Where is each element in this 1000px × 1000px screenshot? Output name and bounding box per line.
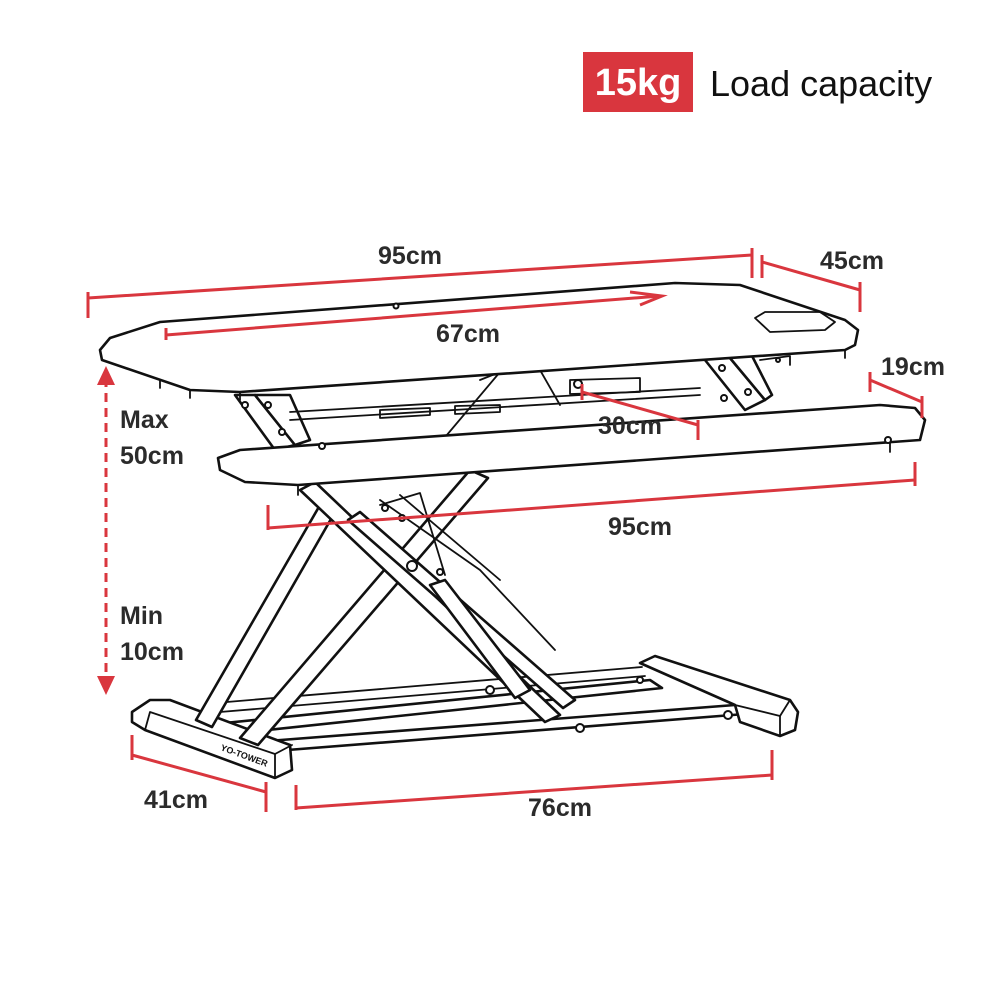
label-keyboard-depth: 19cm (881, 353, 945, 381)
keyboard-tray (216, 403, 927, 496)
capacity-badge (583, 52, 693, 112)
label-max-value: 50cm (120, 442, 184, 470)
label-min-title: Min (120, 602, 163, 630)
label-keyboard-width: 95cm (608, 513, 672, 541)
height-arrow-down (97, 676, 115, 695)
label-base-width: 76cm (528, 794, 592, 822)
load-capacity-header: 15kg Load capacity (583, 52, 932, 112)
label-min-value: 10cm (120, 638, 184, 666)
device-slot (754, 311, 836, 333)
label-inner-width: 67cm (436, 320, 500, 348)
dimension-labels: 95cm 45cm 67cm 19cm 30cm 95cm Max 50cm M… (120, 242, 945, 822)
capacity-badge-text: 15kg (595, 62, 682, 104)
label-top-depth: 45cm (820, 247, 884, 275)
label-keyboard-offset: 30cm (598, 412, 662, 440)
upper-mechanism (233, 350, 774, 456)
height-arrow-up (97, 366, 115, 385)
desktop-surface (98, 281, 860, 401)
label-top-width: 95cm (378, 242, 442, 270)
label-base-depth: 41cm (144, 786, 208, 814)
capacity-caption: Load capacity (710, 63, 932, 104)
dimension-lines (86, 248, 924, 812)
label-max-title: Max (120, 406, 169, 434)
scissor-lift (194, 468, 577, 747)
